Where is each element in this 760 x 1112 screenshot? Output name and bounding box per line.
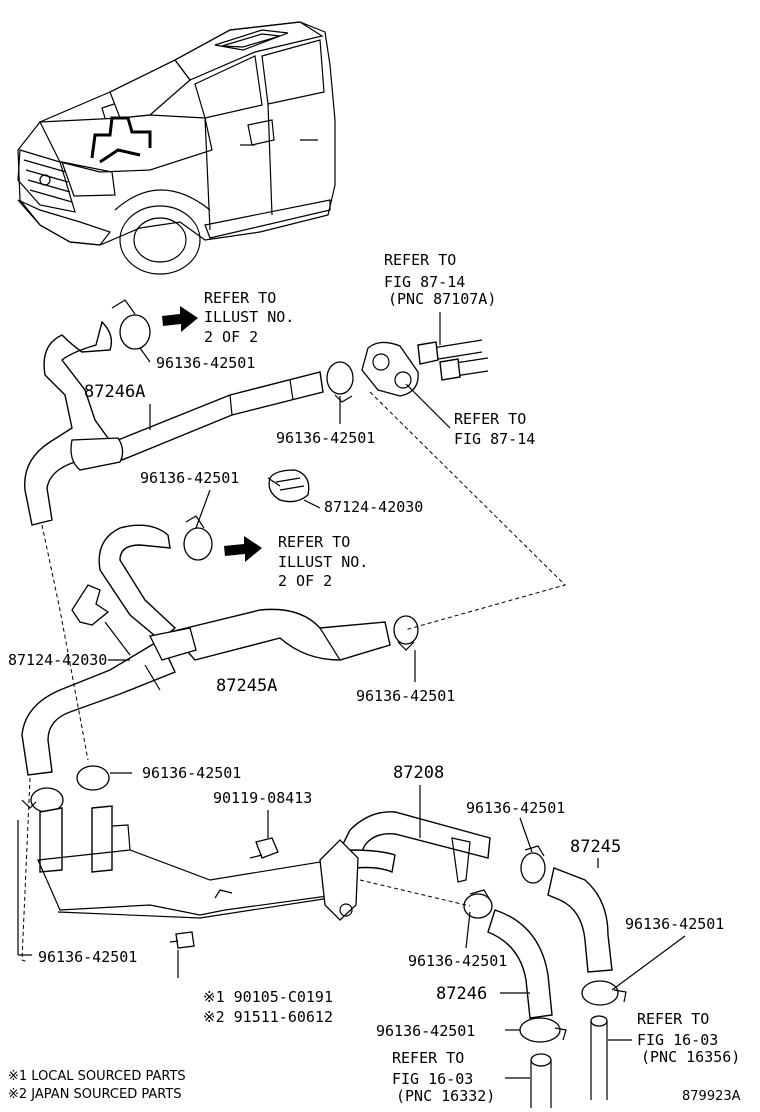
part-87245a[interactable]: 87245A	[216, 676, 277, 696]
part-96136-42501-f[interactable]: 96136-42501	[466, 799, 565, 817]
part-96136-42501-b[interactable]: 96136-42501	[276, 429, 375, 447]
refer-1603a-line1[interactable]: REFER TO	[637, 1010, 709, 1028]
refer-top-line2[interactable]: FIG 87-14	[384, 273, 465, 291]
refer-illust-a-line2[interactable]: ILLUST NO.	[204, 308, 294, 326]
note-local-sourced: ※1 LOCAL SOURCED PARTS	[8, 1069, 186, 1084]
part-96136-42501-d[interactable]: 96136-42501	[356, 687, 455, 705]
arrow-refer-illust-b	[224, 536, 262, 562]
clamp-96136-top-left	[111, 299, 151, 350]
clamp-87124-middle	[70, 437, 310, 503]
clamp-96136-middle-upper	[183, 515, 213, 561]
part-87246[interactable]: 87246	[436, 984, 487, 1004]
hose-87246a	[24, 320, 324, 526]
part-87245[interactable]: 87245	[570, 837, 621, 857]
refer-fig8714-line1[interactable]: REFER TO	[454, 410, 526, 428]
labels: REFER TO FIG 87-14 (PNC 87107A) REFER TO…	[8, 251, 741, 1105]
dashed-connections	[21, 391, 566, 963]
bolt-90105	[169, 931, 195, 949]
clamp-96136-top-right	[326, 361, 354, 403]
part-96136-42501-a[interactable]: 96136-42501	[156, 354, 255, 372]
hose-87245	[547, 867, 613, 973]
clamp-96136-left-lower	[21, 765, 110, 813]
clamp-96136-middle-right	[393, 615, 419, 651]
part-87124-42030-a[interactable]: 87124-42030	[324, 498, 423, 516]
refer-1603b-line3: (PNC 16332)	[396, 1087, 495, 1105]
valve-bracket-assembly	[37, 805, 336, 919]
part-96136-42501-i[interactable]: 96136-42501	[408, 952, 507, 970]
refer-top-line3: (PNC 87107A)	[388, 290, 496, 308]
pipe-refer-1603	[530, 1015, 608, 1108]
refer-illust-b-line3: 2 OF 2	[278, 572, 332, 590]
refer-1603b-line1[interactable]: REFER TO	[392, 1049, 464, 1067]
refer-1603b-line2[interactable]: FIG 16-03	[392, 1070, 473, 1088]
part-96136-42501-g[interactable]: 96136-42501	[625, 915, 724, 933]
note-japan-sourced: ※2 JAPAN SOURCED PARTS	[8, 1087, 182, 1102]
part-96136-42501-e[interactable]: 96136-42501	[142, 764, 241, 782]
part-87124-42030-b[interactable]: 87124-42030	[8, 651, 107, 669]
part-90119-08413[interactable]: 90119-08413	[213, 789, 312, 807]
hose-87246	[487, 909, 553, 1019]
arrow-refer-illust-a	[162, 306, 198, 332]
refer-fig8714-line2[interactable]: FIG 87-14	[454, 430, 535, 448]
part-96136-42501-j[interactable]: 96136-42501	[376, 1022, 475, 1040]
leader-lines	[17, 312, 686, 1079]
refer-illust-a-line1[interactable]: REFER TO	[204, 289, 276, 307]
hose-87245a	[21, 524, 391, 776]
pipe-87208	[319, 811, 491, 921]
refer-1603a-line2[interactable]: FIG 16-03	[637, 1031, 718, 1049]
clamp-96136-bottom	[519, 1017, 567, 1043]
clamp-87124-left	[71, 584, 197, 661]
clamp-96136-right-mid	[520, 845, 546, 884]
bolt-90119	[249, 837, 279, 859]
vehicle-illustration	[17, 21, 336, 275]
refer-illust-b-line1[interactable]: REFER TO	[278, 533, 350, 551]
clamp-96136-right-lower	[581, 980, 627, 1006]
part-96136-42501-c[interactable]: 96136-42501	[140, 469, 239, 487]
part-91511-60612[interactable]: ※2 91511-60612	[203, 1008, 333, 1026]
part-90105-c0191[interactable]: ※1 90105-C0191	[203, 988, 333, 1006]
part-87246a[interactable]: 87246A	[84, 382, 145, 402]
part-96136-42501-h[interactable]: 96136-42501	[38, 948, 137, 966]
refer-1603a-line3: (PNC 16356)	[641, 1048, 740, 1066]
part-87208[interactable]: 87208	[393, 763, 444, 783]
clamp-96136-center-lower	[463, 889, 493, 919]
refer-top-line1[interactable]: REFER TO	[384, 251, 456, 269]
flange-union	[361, 339, 489, 397]
refer-illust-b-line2[interactable]: ILLUST NO.	[278, 553, 368, 571]
refer-illust-a-line3: 2 OF 2	[204, 328, 258, 346]
figure-code: 879923A	[682, 1089, 741, 1104]
